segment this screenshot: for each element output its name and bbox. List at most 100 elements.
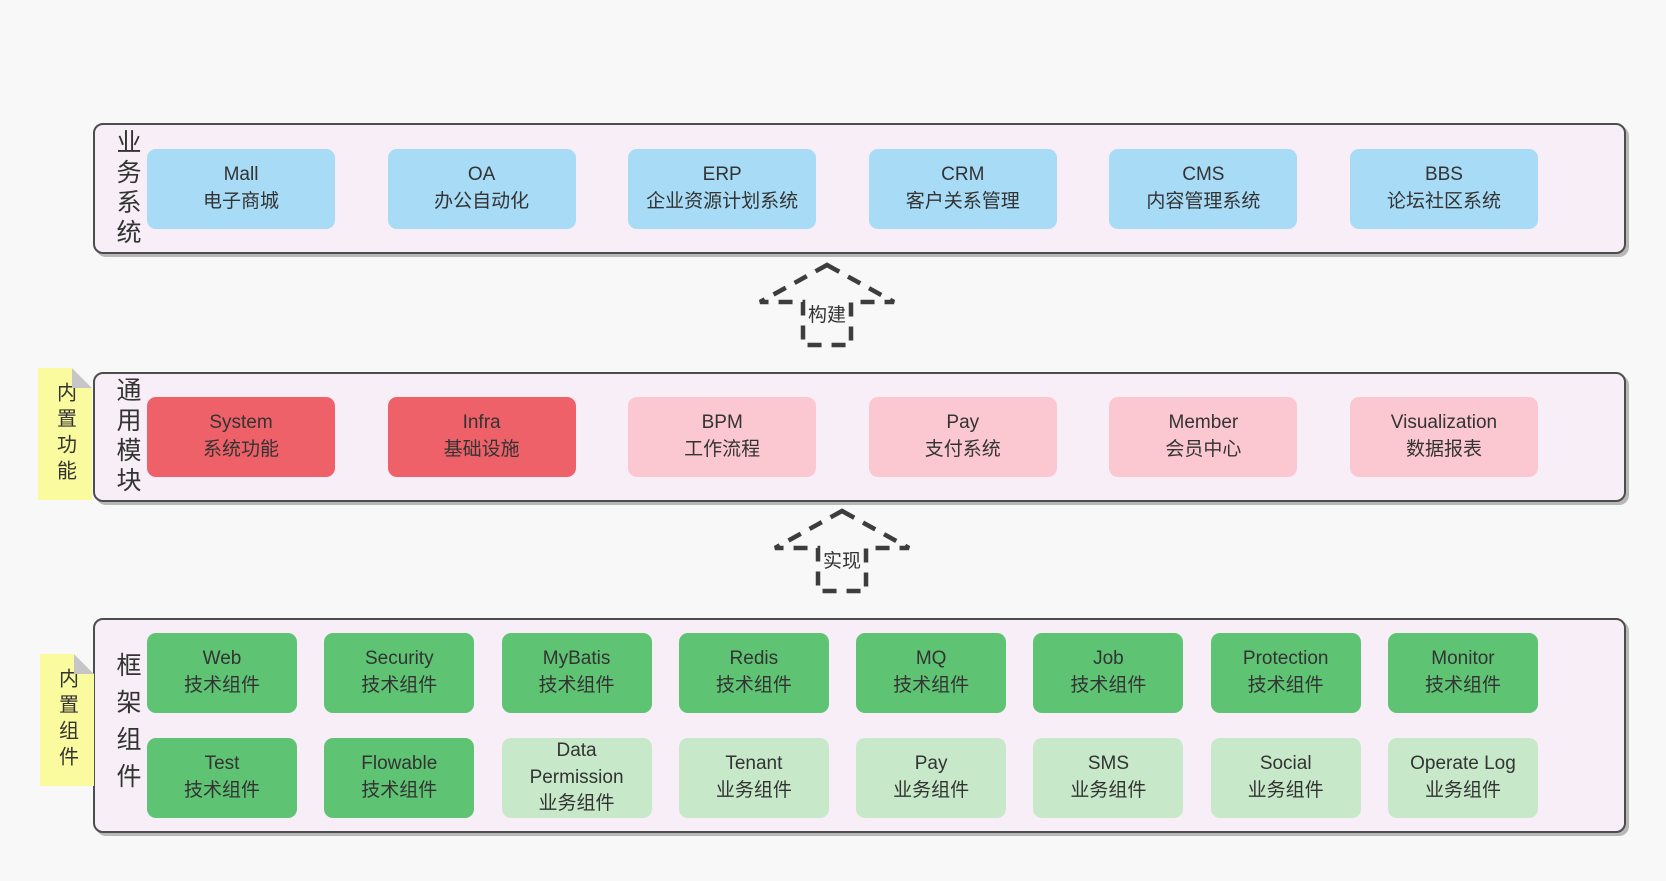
box-title-en: System [209, 412, 273, 434]
box-mall: Mall 电子商城 [147, 148, 335, 229]
box-title-en: Job [1093, 648, 1124, 670]
box-title-en: Social [1259, 753, 1312, 775]
dashed-up-arrow-icon [773, 508, 911, 594]
box-title-en: Flowable [361, 753, 438, 775]
framework-components-row-2: Test 技术组件 Flowable 技术组件 Data Permission … [147, 738, 1538, 818]
box-infra: Infra 基础设施 [387, 397, 576, 477]
box-title-zh: 电子商城 [202, 190, 279, 212]
box-title-zh: 企业资源计划系统 [646, 190, 799, 212]
box-erp: ERP 企业资源计划系统 [628, 148, 817, 229]
folded-corner-icon [74, 654, 94, 674]
business-systems-boxes: Mall 电子商城 OA 办公自动化 ERP 企业资源计划系统 CRM 客户关系… [147, 125, 1538, 252]
box-title-en: BPM [701, 412, 743, 434]
box-pay: Pay 支付系统 [868, 397, 1057, 477]
box-member: Member 会员中心 [1109, 397, 1298, 477]
box-title-en: MQ [915, 648, 947, 670]
box-title-en: OA [467, 163, 496, 185]
box-title-zh: 基础设施 [443, 439, 520, 460]
box-crm: CRM 客户关系管理 [868, 148, 1057, 229]
box-title-en: CRM [941, 163, 985, 185]
box-title-en: Redis [729, 648, 779, 670]
box-title-en: Pay [946, 412, 980, 434]
box-title-en: Operate Log [1410, 753, 1516, 775]
framework-components-boxes: Web 技术组件 Security 技术组件 MyBatis 技术组件 Redi… [147, 620, 1538, 831]
box-title-zh: 业务组件 [538, 793, 615, 815]
box-mq: MQ 技术组件 [856, 633, 1007, 713]
business-systems-row: Mall 电子商城 OA 办公自动化 ERP 企业资源计划系统 CRM 客户关系… [147, 148, 1538, 229]
arrow-implement-label: 实现 [822, 551, 861, 572]
box-title-zh: 技术组件 [183, 780, 260, 801]
box-operate-log: Operate Log 业务组件 [1387, 738, 1538, 818]
box-title-en: BBS [1424, 163, 1463, 185]
box-job: Job 技术组件 [1033, 633, 1184, 713]
box-title-en: CMS [1182, 163, 1225, 185]
box-bpm: BPM 工作流程 [628, 397, 817, 477]
section-business-systems: 业务系统 Mall 电子商城 OA 办公自动化 ERP 企业资源计划系统 CRM… [93, 123, 1626, 254]
box-title-en: Member [1168, 412, 1239, 434]
box-title-zh: 技术组件 [1070, 675, 1147, 696]
box-title-zh: 技术组件 [361, 780, 438, 801]
box-cms: CMS 内容管理系统 [1109, 148, 1298, 229]
box-title-zh: 技术组件 [183, 675, 260, 696]
box-title-en: Tenant [725, 753, 783, 775]
box-title-zh: 业务组件 [715, 780, 792, 801]
sticky-note-label: 内置组件 [55, 668, 78, 772]
box-flowable: Flowable 技术组件 [324, 738, 475, 818]
box-social: Social 业务组件 [1210, 738, 1361, 818]
section-label-framework-components: 框架组件 [113, 651, 141, 800]
box-title-zh: 业务组件 [1247, 780, 1324, 801]
box-redis: Redis 技术组件 [678, 633, 829, 713]
section-framework-components: 框架组件 Web 技术组件 Security 技术组件 MyBatis 技术组件… [93, 618, 1626, 833]
box-title-zh: 技术组件 [1247, 675, 1324, 696]
box-oa: OA 办公自动化 [387, 148, 576, 229]
box-title-zh: 技术组件 [538, 675, 615, 696]
box-title-zh: 技术组件 [1424, 675, 1501, 696]
box-title-zh: 工作流程 [684, 439, 761, 460]
box-protection: Protection 技术组件 [1210, 633, 1361, 713]
box-title-zh: 论坛社区系统 [1386, 190, 1501, 212]
box-title-en: MyBatis [542, 648, 611, 670]
box-title-zh: 业务组件 [893, 780, 970, 801]
box-title-zh: 办公自动化 [434, 190, 530, 212]
box-monitor: Monitor 技术组件 [1387, 633, 1538, 713]
sticky-note-label: 内置功能 [53, 382, 76, 486]
box-title-en: Test [204, 753, 240, 775]
box-title-zh: 数据报表 [1405, 439, 1482, 460]
box-title-zh: 内容管理系统 [1146, 190, 1261, 212]
box-title-zh: 业务组件 [1070, 780, 1147, 801]
common-modules-row: System 系统功能 Infra 基础设施 BPM 工作流程 Pay 支付系统… [147, 397, 1538, 477]
box-security: Security 技术组件 [324, 633, 475, 713]
box-title-zh: 业务组件 [1424, 780, 1501, 801]
box-title-en: Data Permission [529, 739, 624, 788]
folded-corner-icon [72, 368, 92, 388]
arrow-build-label: 构建 [807, 305, 846, 326]
box-visualization: Visualization 数据报表 [1349, 397, 1538, 477]
section-label-business-systems: 业务系统 [113, 128, 141, 249]
box-system: System 系统功能 [147, 397, 335, 477]
box-test: Test 技术组件 [147, 738, 297, 818]
box-sms: SMS 业务组件 [1033, 738, 1184, 818]
box-pay-business: Pay 业务组件 [856, 738, 1007, 818]
box-title-en: Web [202, 648, 242, 670]
section-label-common-modules: 通用模块 [113, 377, 141, 497]
box-title-en: Mall [223, 163, 259, 185]
box-title-zh: 客户关系管理 [905, 190, 1020, 212]
box-title-en: ERP [702, 163, 742, 185]
box-data-permission: Data Permission 业务组件 [501, 738, 652, 818]
box-mybatis: MyBatis 技术组件 [501, 633, 652, 713]
box-title-zh: 技术组件 [715, 675, 792, 696]
box-title-zh: 会员中心 [1165, 439, 1242, 460]
framework-components-row-1: Web 技术组件 Security 技术组件 MyBatis 技术组件 Redi… [147, 633, 1538, 713]
box-title-en: Monitor [1431, 648, 1495, 670]
box-web: Web 技术组件 [147, 633, 297, 713]
box-title-zh: 支付系统 [924, 439, 1001, 460]
box-bbs: BBS 论坛社区系统 [1349, 148, 1538, 229]
box-title-zh: 系统功能 [202, 439, 279, 460]
box-title-zh: 技术组件 [893, 675, 970, 696]
section-common-modules: 通用模块 System 系统功能 Infra 基础设施 BPM 工作流程 Pay… [93, 372, 1626, 502]
box-title-en: Protection [1242, 648, 1329, 670]
box-title-en: Security [364, 648, 434, 670]
box-title-en: Pay [914, 753, 948, 775]
dashed-up-arrow-icon [758, 262, 896, 348]
